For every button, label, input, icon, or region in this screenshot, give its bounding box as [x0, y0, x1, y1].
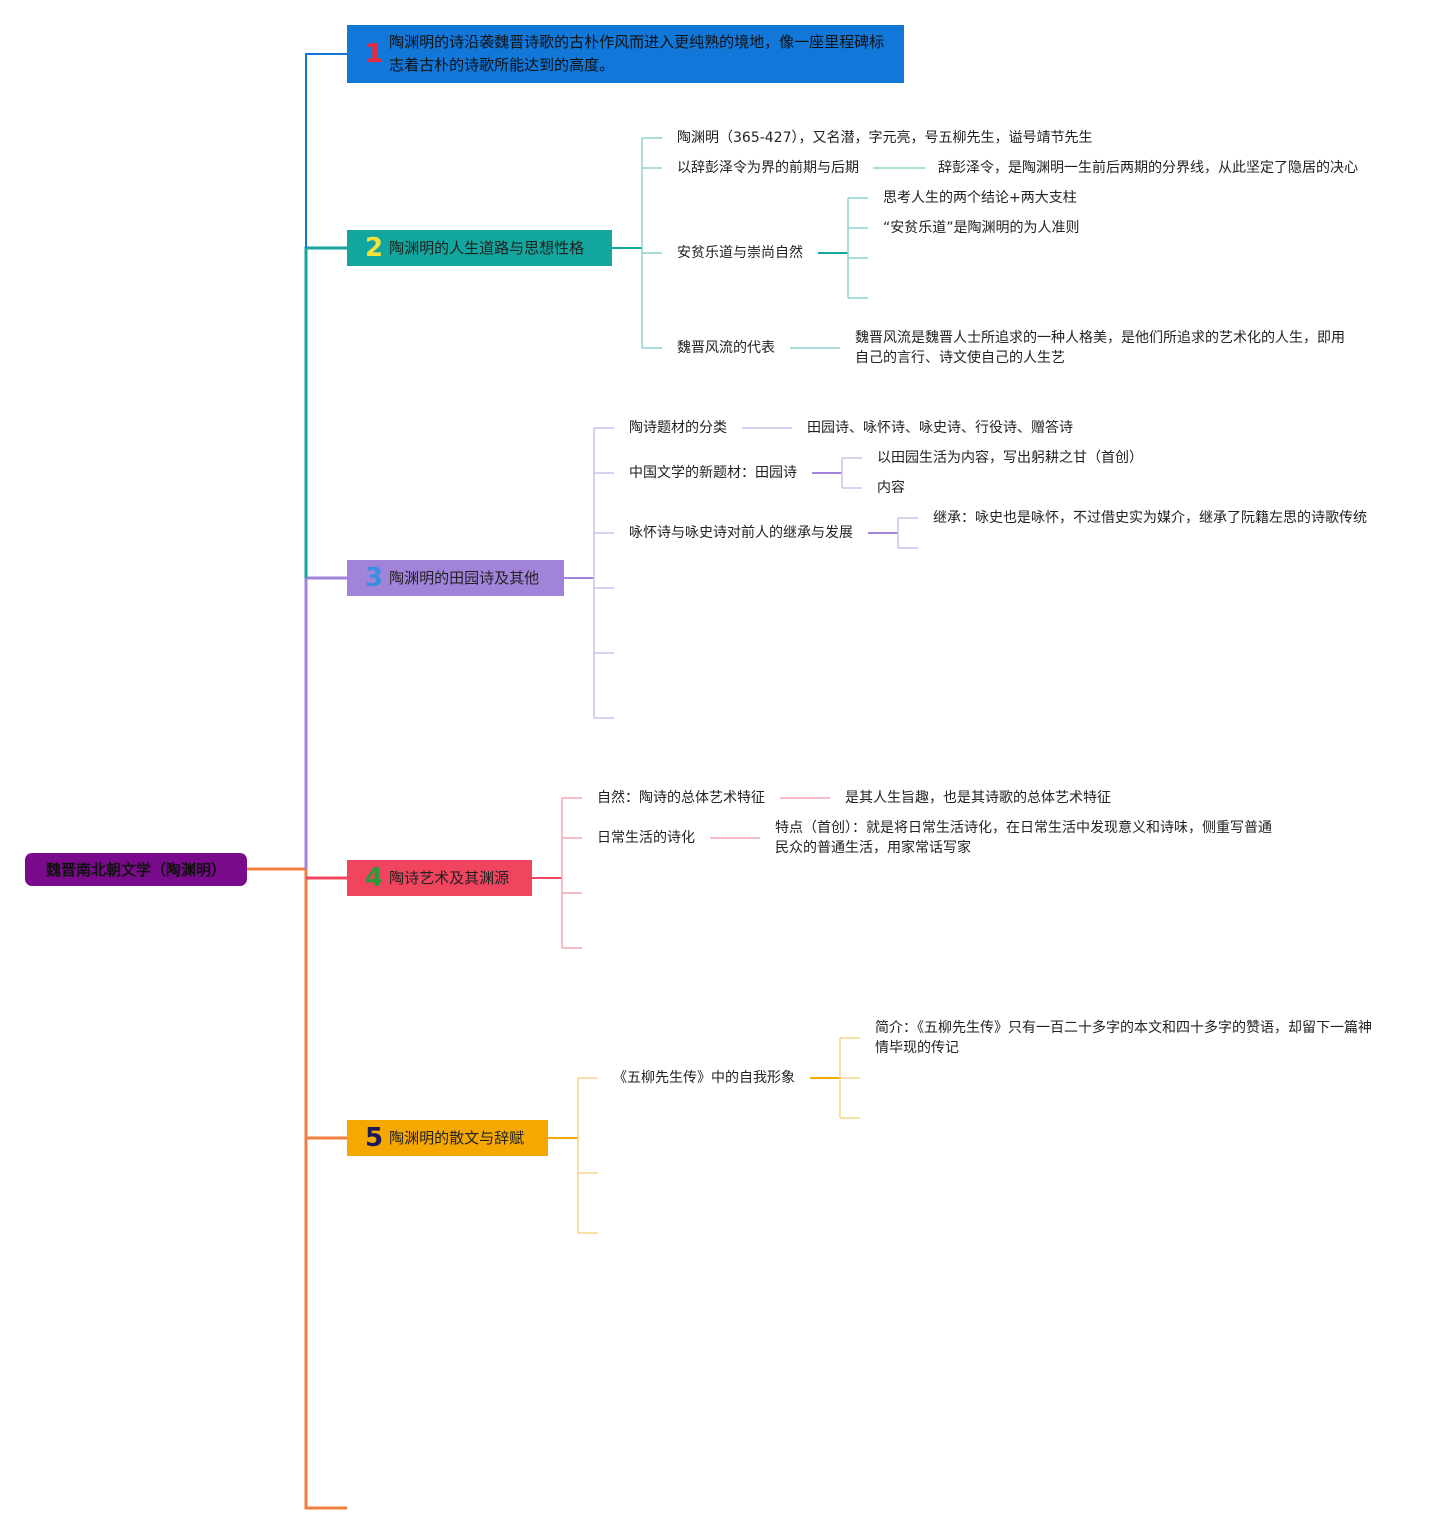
topic-4[interactable]: 4 陶诗艺术及其渊源	[347, 860, 532, 896]
topic-3[interactable]: 3 陶渊明的田园诗及其他	[347, 560, 564, 596]
node-tianyuan[interactable]: 中国文学的新题材：田园诗	[629, 465, 797, 481]
node-period[interactable]: 以辞彭泽令为界的前期与后期	[677, 160, 859, 176]
node-fengliu[interactable]: 魏晋风流的代表	[677, 340, 775, 356]
topic-1-label: 陶渊明的诗沿袭魏晋诗歌的古朴作风而进入更纯熟的境地，像一座里程碑标志着古朴的诗歌…	[389, 33, 885, 74]
node-ticai-detail[interactable]: 田园诗、咏怀诗、咏史诗、行役诗、赠答诗	[807, 420, 1073, 436]
topic-2[interactable]: 2 陶渊明的人生道路与思想性格	[347, 230, 612, 266]
topic-4-label: 陶诗艺术及其渊源	[389, 868, 510, 887]
node-anpin-child-2[interactable]: “安贫乐道”是陶渊明的为人准则	[883, 220, 1080, 236]
root-node[interactable]: 魏晋南北朝文学（陶渊明）	[25, 853, 247, 886]
node-ticai[interactable]: 陶诗题材的分类	[629, 420, 727, 436]
topic-2-label: 陶渊明的人生道路与思想性格	[389, 238, 585, 257]
node-period-detail[interactable]: 辞彭泽令，是陶渊明一生前后两期的分界线，从此坚定了隐居的决心	[938, 160, 1358, 176]
node-tianyuan-child-2[interactable]: 内容	[877, 480, 905, 496]
topic-3-label: 陶渊明的田园诗及其他	[389, 568, 540, 587]
node-yonghuai[interactable]: 咏怀诗与咏史诗对前人的继承与发展	[629, 525, 853, 541]
node-anpin-child-1[interactable]: 思考人生的两个结论+两大支柱	[883, 190, 1077, 206]
node-ziran-detail[interactable]: 是其人生旨趣，也是其诗歌的总体艺术特征	[845, 790, 1111, 806]
topic-1[interactable]: 1 陶渊明的诗沿袭魏晋诗歌的古朴作风而进入更纯熟的境地，像一座里程碑标志着古朴的…	[347, 25, 904, 83]
node-anpin[interactable]: 安贫乐道与崇尚自然	[677, 245, 803, 261]
topic-2-number: 2	[365, 233, 384, 263]
topic-4-number: 4	[365, 863, 384, 893]
node-wuliu-detail[interactable]: 简介：《五柳先生传》只有一百二十多字的本文和四十多字的赞语，却留下一篇神情毕现的…	[875, 1020, 1372, 1056]
root-label: 魏晋南北朝文学（陶渊明）	[45, 861, 226, 879]
node-yonghuai-child[interactable]: 继承：咏史也是咏怀，不过借史实为媒介，继承了阮籍左思的诗歌传统	[933, 510, 1367, 526]
node-wuliu[interactable]: 《五柳先生传》中的自我形象	[613, 1070, 795, 1086]
topic-1-number: 1	[365, 39, 384, 69]
node-tianyuan-child-1[interactable]: 以田园生活为内容，写出躬耕之甘（首创）	[877, 450, 1143, 466]
topic-5[interactable]: 5 陶渊明的散文与辞赋	[347, 1120, 548, 1156]
topic-3-number: 3	[365, 563, 384, 593]
node-richang-detail[interactable]: 特点（首创）：就是将日常生活诗化，在日常生活中发现意义和诗味，侧重写普通民众的普…	[775, 820, 1272, 856]
node-ziran[interactable]: 自然：陶诗的总体艺术特征	[597, 790, 765, 806]
topic-5-label: 陶渊明的散文与辞赋	[389, 1128, 525, 1147]
topic-5-number: 5	[365, 1123, 384, 1153]
node-bio[interactable]: 陶渊明（365-427），又名潜，字元亮，号五柳先生，谥号靖节先生	[677, 130, 1093, 146]
node-richang[interactable]: 日常生活的诗化	[597, 830, 695, 846]
node-fengliu-detail[interactable]: 魏晋风流是魏晋人士所追求的一种人格美，是他们所追求的艺术化的人生，即用自己的言行…	[855, 330, 1345, 366]
